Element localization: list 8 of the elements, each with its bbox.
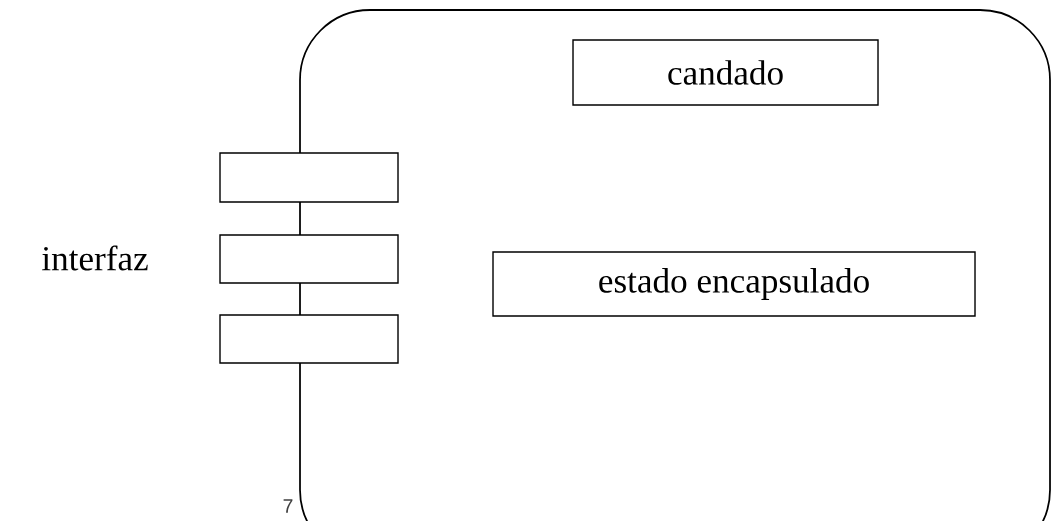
interface-slot bbox=[219, 152, 399, 203]
label-text: interfaz bbox=[42, 245, 148, 271]
page-number: 7 bbox=[283, 499, 293, 513]
rounded-container bbox=[299, 9, 1051, 521]
interface-slot bbox=[219, 234, 399, 284]
text-box: estado encapsulado bbox=[492, 251, 976, 317]
interface-slot bbox=[219, 314, 399, 364]
text-box: candado bbox=[572, 39, 879, 106]
